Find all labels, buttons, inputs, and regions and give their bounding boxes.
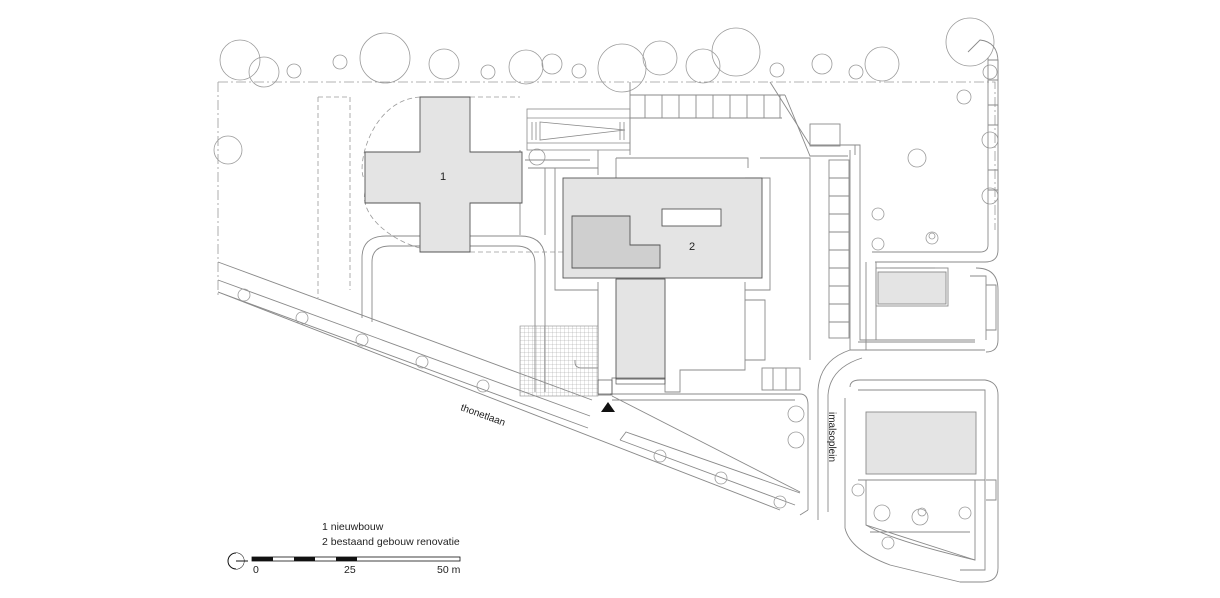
dashed-outlines xyxy=(317,96,570,298)
property-boundary xyxy=(217,81,996,295)
legend-item-2: 2 bestaand gebouw renovatie xyxy=(322,536,460,548)
building-2-dark-wing xyxy=(571,215,661,269)
building-2-label: 2 xyxy=(689,241,695,253)
street-trees xyxy=(237,288,787,509)
entrance-ramp xyxy=(526,108,631,151)
imalsoplein-road xyxy=(799,349,999,583)
se-building xyxy=(865,411,977,475)
scale-tick-50: 50 m xyxy=(437,564,461,576)
building-2-annex-edge xyxy=(615,377,666,385)
scale-tick-25: 25 xyxy=(344,564,356,576)
building-2-courtyard xyxy=(661,208,722,227)
building-2-annex xyxy=(615,278,666,380)
trees xyxy=(213,17,999,550)
north-arrow-icon xyxy=(227,552,248,570)
scale-tick-0: 0 xyxy=(253,564,259,576)
paved-area xyxy=(519,325,599,397)
entrance-steps xyxy=(597,379,613,395)
ne-block xyxy=(858,39,999,353)
parking-east xyxy=(809,123,985,351)
parking-north xyxy=(629,81,856,157)
building-1-label: 1 xyxy=(440,171,446,183)
scale-bar xyxy=(251,556,461,562)
building-1-footprint xyxy=(364,96,523,253)
thonetlaan-road xyxy=(217,261,801,511)
street-label-imalsoplein: imalsoplein xyxy=(826,412,837,462)
entrance-arrow-icon xyxy=(601,402,615,412)
street-label-thonetlaan: thonetlaan xyxy=(459,402,507,428)
legend-item-1: 1 nieuwbouw xyxy=(322,521,384,533)
